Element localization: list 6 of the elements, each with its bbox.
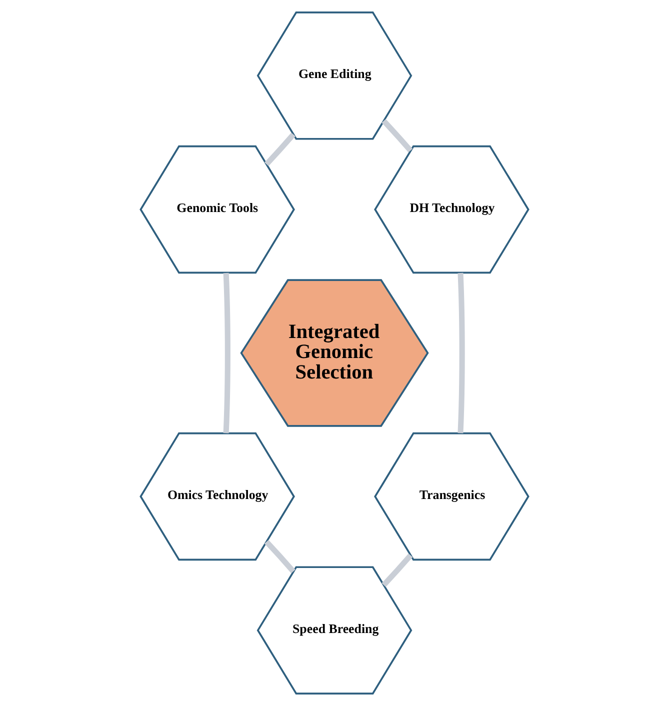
connector [222,272,230,434]
connector [264,132,295,166]
connector [264,540,295,574]
connector [381,554,412,587]
connector [381,119,412,152]
connector [457,272,464,434]
